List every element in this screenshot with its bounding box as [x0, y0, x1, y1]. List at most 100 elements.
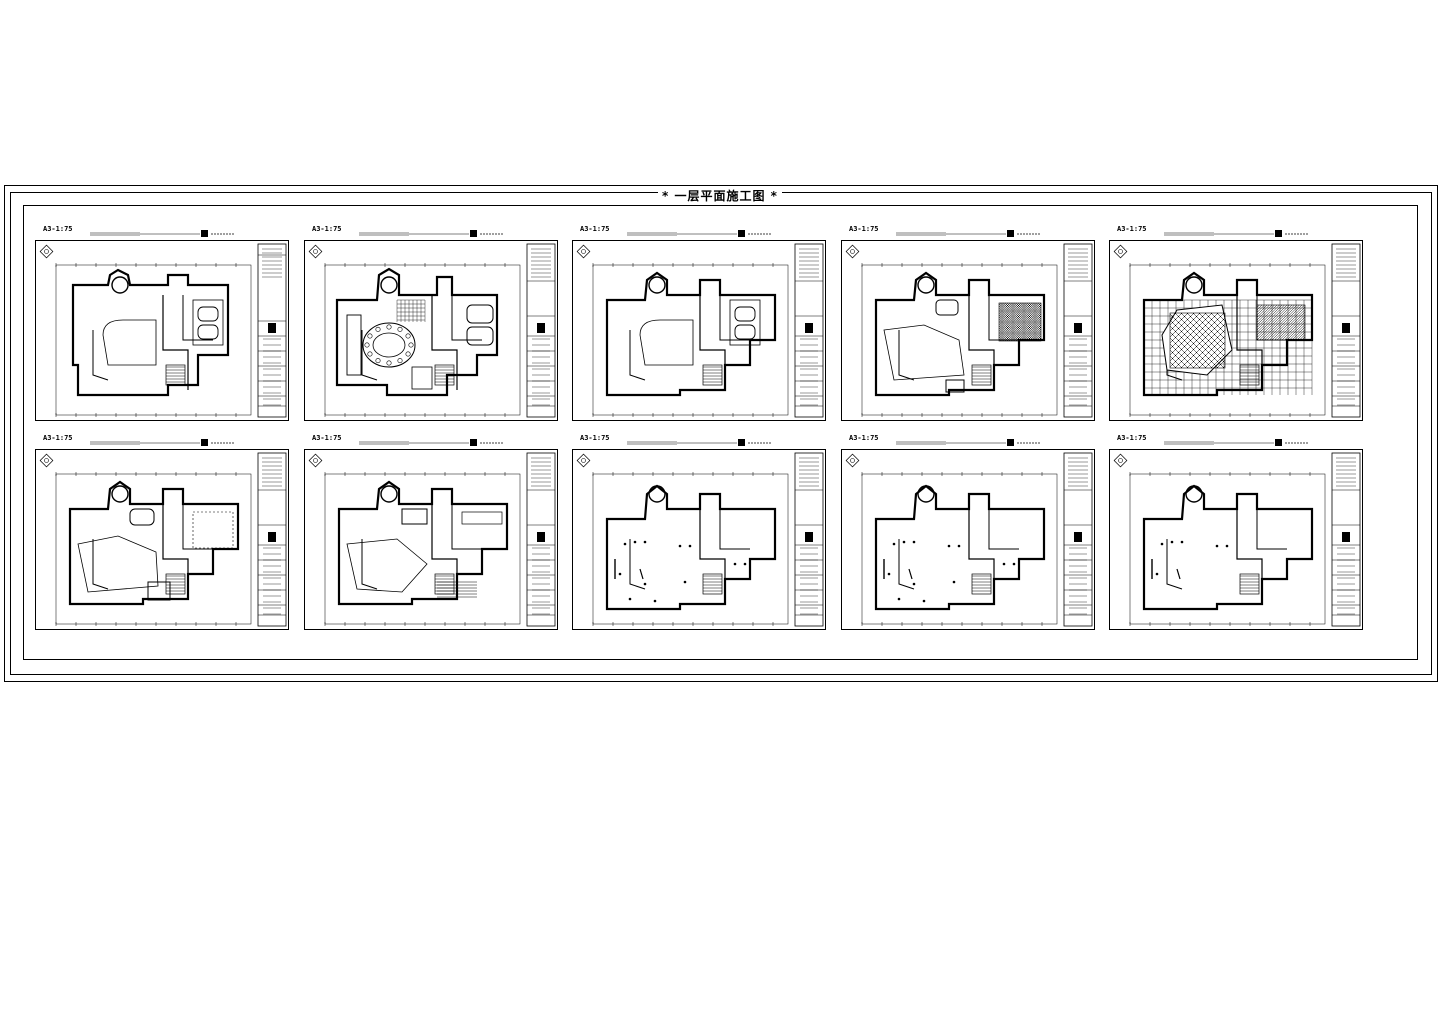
scale-label: A3-1:75	[580, 225, 610, 233]
drawing-frame	[1109, 449, 1363, 630]
plan-area	[55, 263, 252, 417]
north-arrow-icon	[845, 453, 860, 468]
title-block-strip	[257, 243, 287, 418]
title-block-strip	[526, 243, 556, 418]
staircase	[1239, 573, 1260, 595]
staircase	[971, 364, 992, 386]
dimension-outline	[1129, 264, 1326, 416]
floor-plan-drawing	[845, 452, 1093, 627]
interior-partitions	[629, 504, 750, 599]
title-block-strip	[794, 452, 824, 627]
plan-area	[55, 472, 252, 626]
drawing-header	[896, 439, 1041, 446]
drawing-header	[90, 230, 235, 237]
exterior-wall	[335, 267, 499, 397]
sheet-outer-border	[4, 185, 1438, 682]
drawing-sheet-6: A3-1:75	[35, 434, 289, 631]
title-block-strip	[1063, 452, 1093, 627]
lighting-layout	[346, 508, 503, 598]
drawing-header	[90, 439, 235, 446]
scale-label: A3-1:75	[43, 434, 73, 442]
interior-partitions	[1166, 504, 1287, 599]
floor-plan-drawing	[845, 243, 1093, 418]
drawing-sheet-1: A3-1:75	[35, 225, 289, 422]
dimension-outline	[1129, 473, 1326, 625]
turret	[111, 485, 129, 503]
scale-label: A3-1:75	[312, 225, 342, 233]
turret	[380, 276, 398, 294]
turret	[648, 485, 666, 503]
drawing-sheet-3: A3-1:75	[572, 225, 826, 422]
dimension-outline	[861, 264, 1058, 416]
floor-plan-drawing	[576, 452, 824, 627]
floor-plan-drawing	[308, 243, 556, 418]
room-layout	[102, 299, 224, 366]
turret	[917, 276, 935, 294]
drawing-sheet-7: A3-1:75	[304, 434, 558, 631]
drawing-sheet-8: A3-1:75	[572, 434, 826, 631]
north-arrow-icon	[39, 453, 54, 468]
drawing-header	[627, 230, 772, 237]
ceiling-layout	[883, 299, 1042, 393]
drawing-sheet-4: A3-1:75	[841, 225, 1095, 422]
dimension-outline	[55, 264, 252, 416]
drawing-frame	[304, 240, 558, 421]
scale-label: A3-1:75	[43, 225, 73, 233]
dimension-outline	[324, 264, 521, 416]
north-arrow-icon	[39, 244, 54, 259]
socket-layout	[883, 540, 1016, 603]
dimension-outline	[55, 473, 252, 625]
sheet-title-text: * 一层平面施工图 *	[658, 189, 782, 203]
scale-label: A3-1:75	[580, 434, 610, 442]
drawing-frame	[304, 449, 558, 630]
title-block-strip	[1331, 243, 1361, 418]
exterior-wall	[71, 268, 230, 397]
scale-label: A3-1:75	[1117, 225, 1147, 233]
staircase	[971, 573, 992, 595]
exterior-wall	[605, 484, 777, 611]
drawing-frame	[572, 240, 826, 421]
dimension-outline	[324, 473, 521, 625]
exterior-wall	[605, 271, 777, 397]
exterior-wall	[874, 271, 1046, 397]
interior-partitions	[92, 295, 213, 390]
north-arrow-icon	[308, 244, 323, 259]
hatch-pattern	[1257, 305, 1305, 340]
interior-partitions	[361, 295, 482, 390]
dimension-outline	[861, 473, 1058, 625]
interior-partitions	[898, 504, 1019, 599]
scale-label: A3-1:75	[312, 434, 342, 442]
exterior-wall	[1142, 271, 1314, 397]
interior-partitions	[629, 295, 750, 390]
north-arrow-icon	[1113, 453, 1128, 468]
drawing-sheet-2: A3-1:75	[304, 225, 558, 422]
drawing-header	[359, 230, 504, 237]
room-layout	[639, 299, 761, 366]
floor-plan-drawing	[39, 243, 287, 418]
furniture-layout	[346, 299, 494, 390]
dimension-outline	[592, 473, 789, 625]
switch-layout	[1151, 540, 1229, 580]
title-block-strip	[1331, 452, 1361, 627]
staircase	[702, 364, 723, 386]
title-block-strip	[257, 452, 287, 627]
north-arrow-icon	[576, 244, 591, 259]
north-arrow-icon	[576, 453, 591, 468]
drawing-header	[1164, 439, 1309, 446]
drawing-frame	[1109, 240, 1363, 421]
hatch-pattern	[1170, 313, 1225, 368]
drawing-sheet-9: A3-1:75	[841, 434, 1095, 631]
drawing-header	[627, 439, 772, 446]
sheet-title: * 一层平面施工图 *	[0, 189, 1440, 203]
turret	[111, 276, 129, 294]
plan-area	[324, 472, 521, 626]
plan-area	[592, 263, 789, 417]
title-block-strip	[1063, 243, 1093, 418]
staircase	[434, 364, 455, 386]
scale-label: A3-1:75	[849, 225, 879, 233]
interior-partitions	[361, 504, 482, 599]
turret	[380, 485, 398, 503]
plan-area	[861, 472, 1058, 626]
staircase	[165, 364, 186, 386]
drawing-frame	[35, 240, 289, 421]
